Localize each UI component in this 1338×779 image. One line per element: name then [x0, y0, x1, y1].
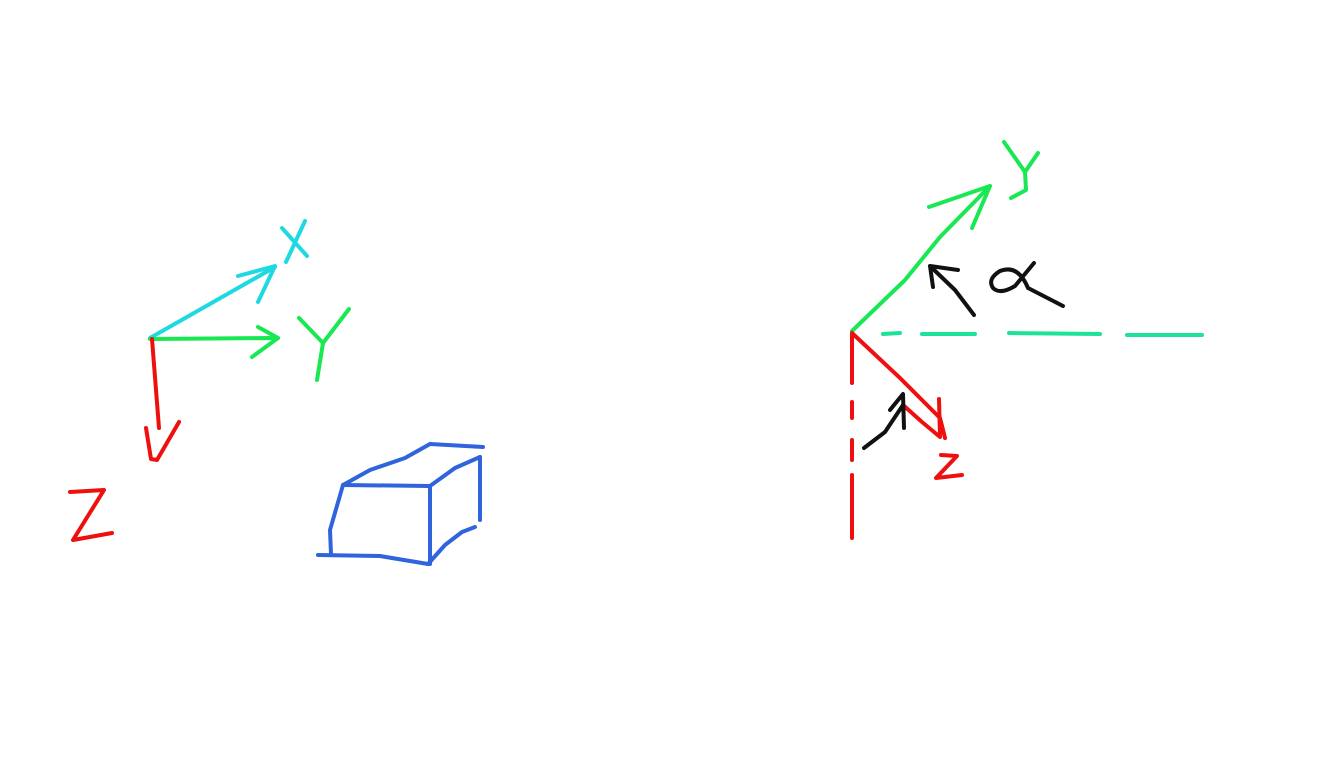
left-x-axis-arrow	[148, 264, 277, 340]
left-y-axis-arrow	[148, 325, 280, 359]
right-y-axis-arrow	[850, 184, 992, 333]
angle-alpha-symbol: α	[989, 261, 1065, 308]
right-z-axis-arrow	[850, 331, 947, 440]
right-coordinate-frame: Y Z α	[850, 140, 1204, 540]
left-x-axis-label: X	[280, 219, 309, 264]
left-z-axis-label: Z	[68, 488, 114, 542]
left-coordinate-frame: X Y Z	[68, 219, 351, 542]
right-y-axis-label: Y	[1002, 140, 1040, 200]
rotation-arrow-upper	[928, 264, 976, 317]
rotation-arrow-lower	[862, 392, 906, 450]
horizontal-reference-line	[881, 331, 1204, 337]
box-icon	[316, 442, 485, 566]
right-z-axis-label: Z	[934, 453, 964, 480]
left-y-axis-label: Y	[297, 307, 351, 382]
left-z-axis-arrow	[144, 337, 181, 462]
